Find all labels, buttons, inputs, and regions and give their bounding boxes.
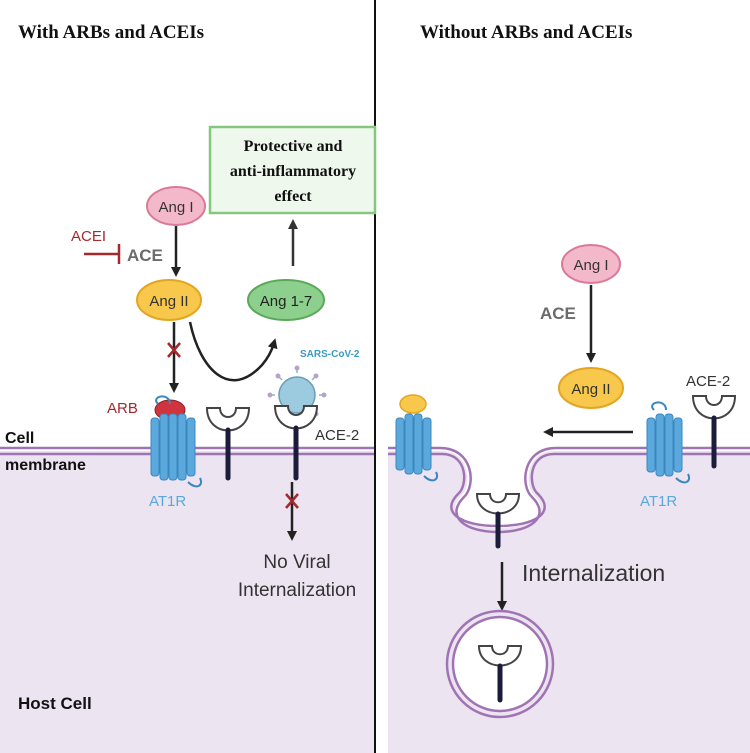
left-panel-title: With ARBs and ACEIs xyxy=(18,22,204,43)
ace2-receptor-internalizing xyxy=(475,493,521,549)
sars-cov-2-label: SARS-CoV-2 xyxy=(300,349,360,360)
endocytic-vesicle-outer xyxy=(445,609,555,719)
block-x-mark-internalization xyxy=(285,493,299,509)
internalization-label: Internalization xyxy=(522,560,665,586)
ang1-node-right xyxy=(561,244,621,284)
at1r-label-right: AT1R xyxy=(640,493,677,510)
at1r-receptor-right xyxy=(646,401,690,484)
ang17-label: Ang 1-7 xyxy=(260,293,313,310)
protective-effect-line1: Protective and xyxy=(244,138,343,155)
host-cell-label: Host Cell xyxy=(18,694,92,713)
right-panel-title: Without ARBs and ACEIs xyxy=(420,22,632,43)
ace2-receptor-in-vesicle xyxy=(477,645,523,703)
ace2-receptor-right xyxy=(691,395,737,469)
at1r-receptor-bound-right xyxy=(395,394,438,482)
ace2-receptor-empty-left xyxy=(205,407,251,481)
at1r-label-left: AT1R xyxy=(149,493,186,510)
arb-label: ARB xyxy=(107,400,138,417)
cell-membrane-label-line1: Cell xyxy=(5,430,34,447)
block-x-mark-ang2 xyxy=(167,342,181,358)
acei-label: ACEI xyxy=(71,228,106,245)
no-viral-line1: No Viral xyxy=(263,552,330,573)
ace2-label-right: ACE-2 xyxy=(686,373,730,390)
ang2-node-right xyxy=(558,367,624,409)
ang2-node-left xyxy=(136,279,202,321)
ace2-label-left: ACE-2 xyxy=(315,427,359,444)
protective-effect-box xyxy=(208,125,377,215)
arrow-ang2-to-ang17-curve xyxy=(188,321,278,382)
protective-effect-line3: effect xyxy=(274,188,312,205)
left-cell-interior xyxy=(0,451,375,753)
ang2-label-left: Ang II xyxy=(149,293,188,310)
cell-membrane-label-line2: membrane xyxy=(5,457,86,474)
ang1-label-right: Ang I xyxy=(573,257,608,274)
ang17-node xyxy=(247,279,325,321)
ang2-label-right: Ang II xyxy=(571,381,610,398)
ace2-receptor-bound-left xyxy=(273,405,319,481)
ang1-label-left: Ang I xyxy=(158,199,193,216)
ang1-node-left xyxy=(146,186,206,226)
protective-effect-line2: anti-inflammatory xyxy=(230,163,356,180)
ace-label-right: ACE xyxy=(540,304,576,323)
at1r-receptor-left xyxy=(150,395,202,488)
ace-label-left: ACE xyxy=(127,246,163,265)
right-cell-interior xyxy=(388,451,750,753)
no-viral-line2: Internalization xyxy=(238,580,356,601)
